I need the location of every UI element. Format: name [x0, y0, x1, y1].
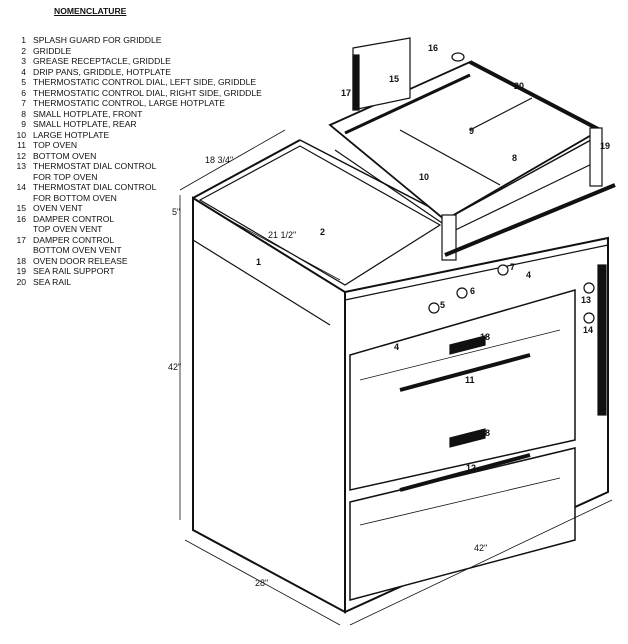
callout-16: 16 — [428, 43, 438, 53]
legend-number: 17 — [16, 234, 26, 245]
callout-18: 18 — [480, 332, 490, 342]
legend-number: 19 — [16, 266, 26, 276]
legend-item: 10 LARGE HOTPLATE — [6, 130, 262, 141]
legend-number: 13 — [16, 161, 26, 171]
callout-13: 13 — [581, 295, 591, 305]
legend-item: 4 DRIP PANS, GRIDDLE, HOTPLATE — [6, 67, 262, 78]
legend-text: SEA RAIL SUPPORT — [33, 266, 115, 276]
legend-number: 2 — [21, 45, 26, 56]
legend-text: SMALL HOTPLATE, FRONT — [33, 108, 143, 119]
legend-item: 7 THERMOSTATIC CONTROL, LARGE HOTPLATE — [6, 98, 262, 109]
legend-item: 17 DAMPER CONTROL BOTTOM OVEN VENT — [6, 235, 262, 256]
legend-number: 20 — [16, 276, 26, 287]
legend-item: 8 SMALL HOTPLATE, FRONT — [6, 109, 262, 120]
callout-9: 9 — [469, 126, 474, 136]
legend-text: THERMOSTATIC CONTROL DIAL, LEFT SIDE, GR… — [33, 77, 257, 87]
dimension-labels: 18 3/4" 5" 21 1/2" 42" 42" 28" — [168, 155, 487, 588]
legend-number: 16 — [16, 213, 26, 224]
callout-18: 18 — [480, 428, 490, 438]
callout-17: 17 — [341, 88, 351, 98]
callout-4: 4 — [394, 342, 399, 352]
legend-item: 2 GRIDDLE — [6, 46, 262, 57]
legend-number: 15 — [16, 203, 26, 213]
legend-text: THERMOSTAT DIAL CONTROL FOR TOP OVEN — [33, 161, 157, 182]
legend-number: 6 — [21, 87, 26, 98]
control-dials — [428, 264, 607, 416]
legend-item: 18 OVEN DOOR RELEASE — [6, 256, 262, 267]
callout-5: 5 — [440, 300, 445, 310]
dim-depth-top: 18 3/4" — [205, 155, 233, 165]
legend-number: 1 — [21, 35, 26, 45]
callout-7: 7 — [510, 262, 515, 272]
callout-15: 15 — [389, 74, 399, 84]
legend-text: SEA RAIL — [33, 276, 72, 287]
legend-item: 13 THERMOSTAT DIAL CONTROL FOR TOP OVEN — [6, 161, 262, 182]
legend-number: 5 — [21, 77, 26, 87]
legend-item: 5 THERMOSTATIC CONTROL DIAL, LEFT SIDE, G… — [6, 77, 262, 88]
legend-text: SMALL HOTPLATE, REAR — [33, 119, 137, 129]
legend-list: 1 SPLASH GUARD FOR GRIDDLE 2 GRIDDLE 3 GREASE… — [6, 35, 262, 288]
dim-griddle-width: 21 1/2" — [268, 230, 296, 240]
legend-number: 4 — [21, 66, 26, 77]
callout-6: 6 — [470, 286, 475, 296]
callout-12: 12 — [466, 463, 476, 473]
dimension-lines — [179, 129, 613, 626]
legend-text: DRIP PANS, GRIDDLE, HOTPLATE — [33, 66, 172, 77]
callout-14: 14 — [583, 325, 593, 335]
callout-1: 1 — [256, 257, 261, 267]
legend-text: LARGE HOTPLATE — [33, 129, 110, 140]
legend-item: 14 THERMOSTAT DIAL CONTROL FOR BOTTOM OVE… — [6, 182, 262, 203]
legend-number: 12 — [16, 150, 26, 161]
legend-text: DAMPER CONTROL TOP OVEN VENT — [33, 213, 115, 235]
callout-10: 10 — [419, 172, 429, 182]
legend-text: GRIDDLE — [33, 45, 72, 56]
legend-text: THERMOSTATIC CONTROL, LARGE HOTPLATE — [33, 98, 225, 108]
legend-number: 10 — [16, 129, 26, 140]
legend-text: GREASE RECEPTACLE, GRIDDLE — [33, 56, 171, 66]
callout-11: 11 — [465, 375, 475, 385]
dim-width: 42" — [474, 543, 487, 553]
legend-number: 3 — [21, 56, 26, 66]
legend-title: NOMENCLATURE — [54, 6, 127, 16]
oven-doors — [349, 289, 576, 601]
legend-number: 11 — [17, 140, 26, 150]
legend-text: TOP OVEN — [33, 140, 78, 150]
dim-splash-height: 5" — [172, 207, 180, 217]
legend-item: 19 SEA RAIL SUPPORT — [6, 266, 262, 277]
legend-number: 18 — [16, 255, 26, 266]
dim-height: 42" — [168, 362, 181, 372]
legend-text: SPLASH GUARD FOR GRIDDLE — [33, 35, 162, 45]
legend-text: BOTTOM OVEN — [33, 150, 97, 161]
callout-4: 4 — [526, 270, 531, 280]
callout-8: 8 — [512, 153, 517, 163]
legend-item: 1 SPLASH GUARD FOR GRIDDLE — [6, 35, 262, 46]
legend-text: OVEN DOOR RELEASE — [33, 255, 128, 266]
legend-item: 20 SEA RAIL — [6, 277, 262, 288]
legend-text: THERMOSTATIC CONTROL DIAL, RIGHT SIDE, G… — [33, 87, 262, 98]
legend-item: 16 DAMPER CONTROL TOP OVEN VENT — [6, 214, 262, 235]
legend-number: 14 — [16, 182, 26, 192]
hotplate-section — [328, 37, 616, 261]
callout-20: 20 — [514, 81, 524, 91]
legend-text: OVEN VENT — [33, 203, 83, 213]
legend-number: 8 — [21, 108, 26, 119]
legend-item: 9 SMALL HOTPLATE, REAR — [6, 119, 262, 130]
legend-number: 9 — [21, 119, 26, 129]
legend-number: 7 — [21, 98, 26, 108]
legend-text: THERMOSTAT DIAL CONTROL FOR BOTTOM OVEN — [33, 182, 157, 203]
callout-2: 2 — [320, 227, 325, 237]
dim-depth: 28" — [255, 578, 268, 588]
callout-19: 19 — [600, 141, 610, 151]
legend-text: DAMPER CONTROL BOTTOM OVEN VENT — [33, 234, 122, 256]
legend-item: 15 OVEN VENT — [6, 203, 262, 214]
legend-item: 11 TOP OVEN — [6, 140, 262, 151]
legend-item: 12 BOTTOM OVEN — [6, 151, 262, 162]
legend-item: 3 GREASE RECEPTACLE, GRIDDLE — [6, 56, 262, 67]
legend-item: 6 THERMOSTATIC CONTROL DIAL, RIGHT SIDE, … — [6, 88, 262, 99]
